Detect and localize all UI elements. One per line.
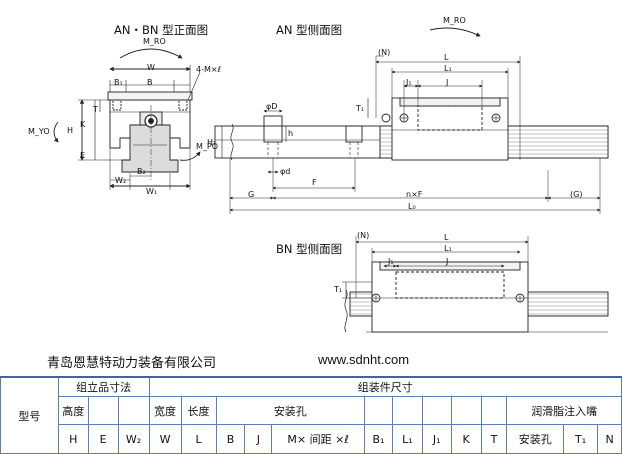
dim-l1-bn: L₁ (444, 244, 452, 253)
dim-h-small: h (288, 129, 294, 138)
col-t1: T₁ (563, 424, 599, 454)
col-b1: B₁ (364, 424, 393, 454)
dim-g-paren: (G) (570, 190, 583, 199)
dim-f: F (312, 178, 317, 187)
dim-l0: L₀ (408, 202, 416, 211)
front-view (53, 48, 201, 190)
col-m-pitch: M× 间距 ×ℓ (271, 424, 366, 454)
header-grease-nipple: 润滑脂注入嘴 (506, 396, 622, 426)
dim-l-bn: L (444, 233, 449, 242)
an-side-view-title: AN 型侧面图 (276, 23, 343, 37)
col-n: N (597, 424, 622, 454)
dim-t1-bn: T₁ (334, 285, 343, 294)
col-t: T (480, 424, 508, 454)
an-side-view (214, 27, 609, 214)
header-width: 宽度 (148, 396, 182, 426)
col-e: E (87, 424, 119, 454)
dim-mro-side: M_RO (443, 16, 466, 25)
header-model: 型号 (0, 376, 59, 454)
header-mount-holes: 安装孔 (215, 396, 366, 426)
header-parts: 组装件尺寸 (148, 376, 622, 398)
dim-j-bn: J (446, 257, 449, 266)
col-k: K (450, 424, 482, 454)
dim-w2-front: W₂ (115, 176, 127, 185)
col-w2: W₂ (117, 424, 150, 454)
dim-e-front: E (80, 151, 86, 160)
dim-j-an: J (446, 78, 449, 87)
header-assembly: 组立品寸法 (57, 376, 150, 398)
dim-l1-an: L₁ (444, 64, 452, 73)
dim-b2-front: B₂ (137, 167, 146, 176)
col-mount-hole: 安装孔 (506, 424, 565, 454)
dim-h1: H₁ (207, 138, 217, 147)
website-link[interactable]: www.sdnht.com (318, 352, 410, 367)
dim-l-an: L (444, 53, 449, 62)
dim-myo-front: M_YO (28, 127, 50, 136)
col-l: L (180, 424, 217, 454)
dim-w1-front: W₁ (146, 187, 158, 196)
dim-m-front: 4-M×ℓ (196, 65, 221, 74)
dim-h-front: H (67, 126, 74, 135)
header-height: 高度 (57, 396, 89, 426)
bn-side-view-title: BN 型侧面图 (276, 242, 343, 256)
dim-g: G (248, 190, 255, 199)
technical-drawing (53, 27, 609, 333)
dim-w-front: W (147, 63, 155, 72)
dim-n-an: (N) (378, 48, 391, 57)
spec-table: 型号 组立品寸法 组装件尺寸 高度 宽度 长度 安装孔 润滑脂注入嘴 H E W… (0, 376, 622, 454)
front-view-title: AN・BN 型正面图 (114, 23, 209, 37)
dim-phi-d-cap: φD (266, 102, 278, 111)
dim-b1-front: B₁ (114, 78, 123, 87)
dim-phi-d-small: φd (280, 167, 291, 176)
col-h: H (57, 424, 89, 454)
dim-mro-front: M_RO (143, 37, 166, 46)
dim-mpo-front: M_PO (196, 142, 219, 151)
dim-nf: n×F (406, 190, 423, 199)
col-l1: L₁ (391, 424, 423, 454)
col-b: B (215, 424, 246, 454)
dim-k-front: K (80, 120, 86, 129)
company-name: 青岛恩慧特动力装备有限公司 (47, 356, 217, 371)
dim-j1-an: J₁ (406, 78, 412, 87)
dim-t1-an: T₁ (356, 104, 365, 113)
bn-side-view (342, 236, 609, 333)
dim-j1-bn: J₁ (388, 257, 394, 266)
dim-t-front: T (93, 105, 98, 114)
dim-b-front: B (147, 78, 153, 87)
col-j1: J₁ (421, 424, 452, 454)
dim-n-bn: (N) (357, 231, 370, 240)
col-w: W (148, 424, 182, 454)
col-j: J (244, 424, 273, 454)
header-length: 长度 (180, 396, 217, 426)
